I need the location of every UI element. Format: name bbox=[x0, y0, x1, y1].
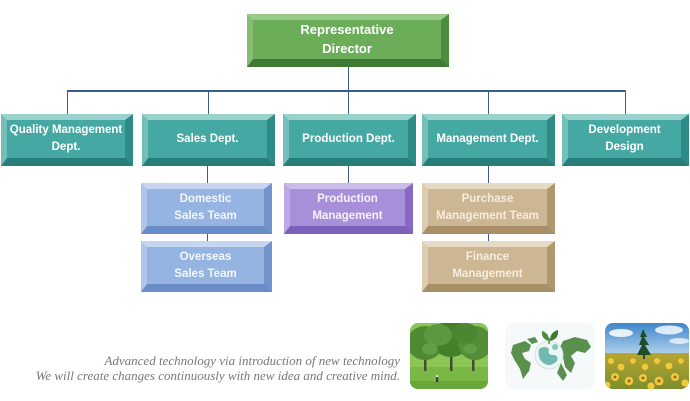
slogan-line-2: We will create changes continuously with… bbox=[35, 368, 400, 383]
sunflowers-photo bbox=[605, 323, 689, 389]
connector-management bbox=[488, 91, 489, 115]
slogan-line-1: Advanced technology via introduction of … bbox=[104, 353, 400, 368]
sunflowers-illustration bbox=[605, 323, 689, 389]
globe-map-photo bbox=[505, 323, 595, 389]
connector-management-purchase bbox=[488, 166, 489, 184]
connector-sales bbox=[208, 91, 209, 115]
node-finance-management: Finance Management bbox=[422, 241, 555, 292]
node-sales-dept: Sales Dept. bbox=[142, 114, 275, 166]
trees-photo bbox=[410, 323, 488, 389]
trees-illustration bbox=[410, 323, 488, 389]
node-purchase-management-team: Purchase Management Team bbox=[422, 183, 555, 234]
node-quality-management-dept: Quality Management Dept. bbox=[1, 114, 133, 166]
node-production-management: Production Management bbox=[284, 183, 413, 234]
node-management-dept: Management Dept. bbox=[422, 114, 555, 166]
connector-sales-domestic bbox=[207, 166, 208, 184]
node-development-design: Development Design bbox=[562, 114, 689, 166]
slogan-caption: Advanced technology via introduction of … bbox=[20, 353, 400, 383]
connector-horizontal-rail bbox=[67, 90, 626, 92]
connector-development bbox=[625, 91, 626, 115]
globe-map-illustration bbox=[505, 323, 595, 389]
connector-production-team bbox=[348, 166, 349, 184]
node-production-dept: Production Dept. bbox=[283, 114, 416, 166]
connector-production bbox=[348, 91, 349, 115]
node-overseas-sales-team: Overseas Sales Team bbox=[141, 241, 272, 292]
connector-director-down bbox=[348, 67, 349, 91]
node-domestic-sales-team: Domestic Sales Team bbox=[141, 183, 272, 234]
connector-purchase-finance bbox=[488, 233, 489, 242]
connector-quality bbox=[67, 91, 68, 115]
connector-domestic-overseas bbox=[207, 233, 208, 242]
node-representative-director: Representative Director bbox=[247, 14, 449, 67]
